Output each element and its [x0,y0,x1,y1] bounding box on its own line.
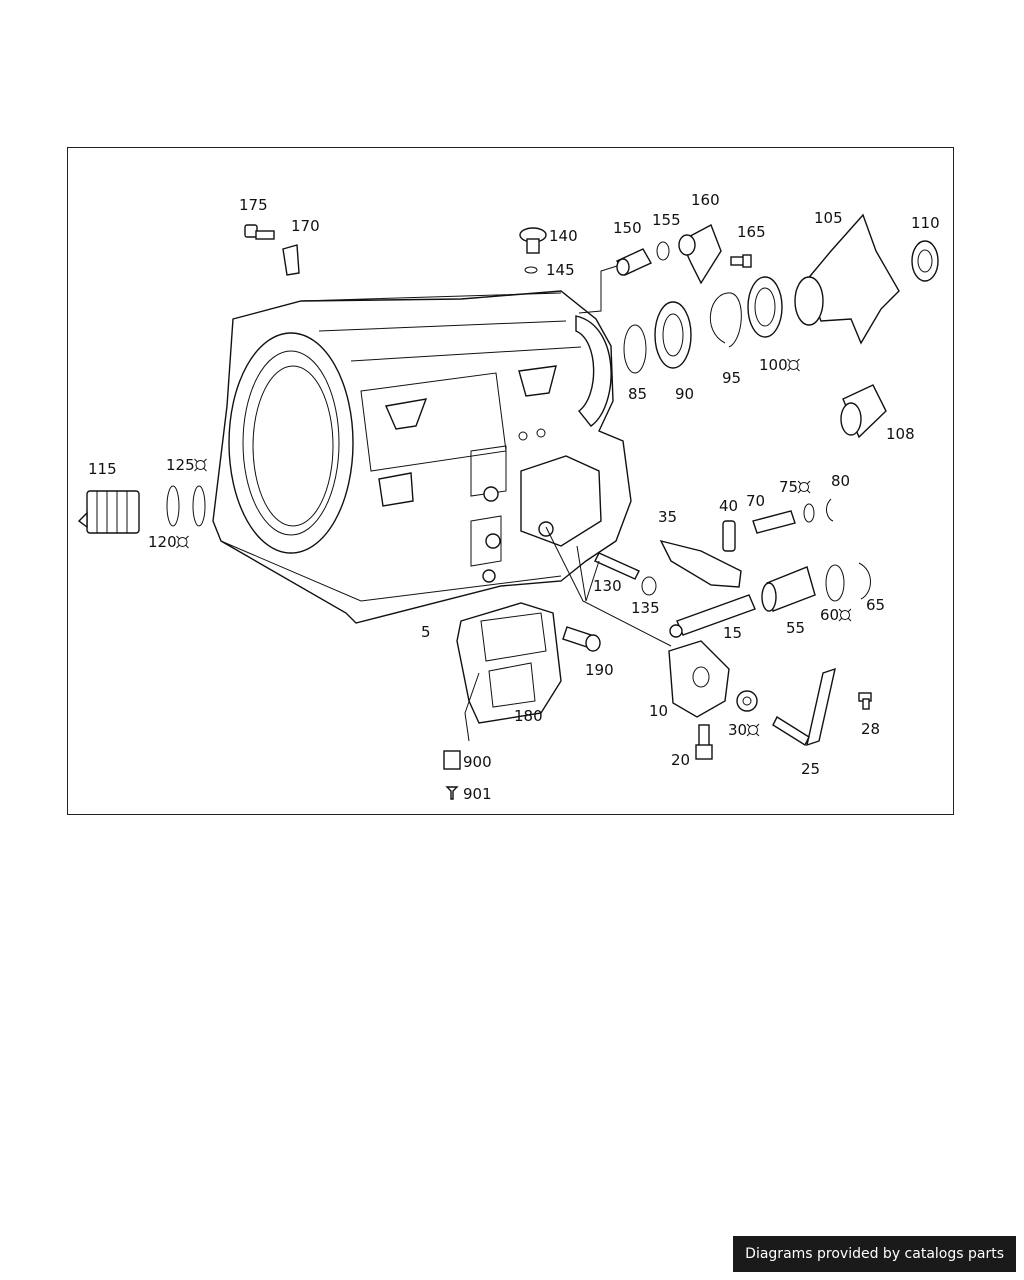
callout-170: 170 [291,217,320,235]
lever-25 [772,667,836,747]
callout-90: 90 [675,385,694,403]
callout-900: 900 [463,753,492,771]
callout-140: 140 [549,227,578,245]
pin-130 [594,552,640,580]
o-ring-60 [825,564,845,602]
part-900 [443,750,461,770]
circlip-65 [858,562,871,600]
transmission-housing [212,290,632,624]
callout-145: 145 [546,261,575,279]
o-ring-145 [524,266,538,274]
callout-110: 110 [911,214,940,232]
callout-135: 135 [631,599,660,617]
pin-28 [858,692,872,710]
callout-28: 28 [861,720,880,738]
note-symbols [176,358,852,737]
callout-75: 75 [779,478,798,496]
note-symbol-60 [838,608,852,622]
callout-165: 165 [737,223,766,241]
callout-30: 30 [728,721,747,739]
bolt-165 [730,254,752,268]
snap-ring-95 [709,292,742,348]
connector-115 [77,490,140,534]
yoke-108 [840,384,887,439]
cover-10 [668,640,730,718]
callout-10: 10 [649,702,668,720]
callout-155: 155 [652,211,681,229]
nut-30 [736,690,758,712]
shaft-15 [669,594,756,638]
callout-115: 115 [88,460,117,478]
callout-60: 60 [820,606,839,624]
watermark-banner: Diagrams provided by catalogs parts [733,1236,1016,1272]
callout-70: 70 [746,492,765,510]
o-ring-75 [803,503,815,523]
callout-190: 190 [585,661,614,679]
callout-40: 40 [719,497,738,515]
fitting-20 [695,724,713,760]
o-rings-120-125 [166,485,206,527]
bolt-190 [562,626,601,652]
callout-85: 85 [628,385,647,403]
note-symbol-100 [787,358,800,372]
ring-155 [656,241,670,261]
note-symbol-75 [797,480,811,494]
callout-108: 108 [886,425,915,443]
callout-65: 65 [866,596,885,614]
bolt-175 [244,224,275,240]
callout-15: 15 [723,624,742,642]
callout-130: 130 [593,577,622,595]
callout-180: 180 [514,707,543,725]
ring-135 [641,576,657,596]
callout-125: 125 [166,456,195,474]
ring-80 [826,498,834,522]
callout-175: 175 [239,196,268,214]
piston-55 [761,566,816,612]
callout-5: 5 [421,623,431,641]
callout-120: 120 [148,533,177,551]
lever-35 [659,539,742,588]
clip-170 [282,244,300,276]
ring-85 [623,324,647,374]
callout-105: 105 [814,209,843,227]
nut-110 [911,240,939,282]
callout-35: 35 [658,508,677,526]
flange-105 [794,213,900,345]
callout-160: 160 [691,191,720,209]
pin-70 [752,510,796,534]
shaft-seal-150 [616,248,652,276]
note-symbol-125 [194,458,207,472]
callout-901: 901 [463,785,492,803]
callout-95: 95 [722,369,741,387]
valve-body-5 [456,602,562,724]
callout-25: 25 [801,760,820,778]
callout-20: 20 [671,751,690,769]
plug-140 [519,227,547,254]
part-901 [445,786,459,800]
callout-100: 100 [759,356,788,374]
callout-55: 55 [786,619,805,637]
callout-80: 80 [831,472,850,490]
bracket-160 [678,224,722,285]
leader-lines [464,265,672,742]
seal-100 [747,276,783,338]
bearing-90 [654,301,692,369]
exploded-parts-diagram: 1751701401451501551601651051108590951001… [77,191,940,803]
spring-40 [722,520,736,552]
callout-150: 150 [613,219,642,237]
note-symbol-30 [746,723,760,737]
note-symbol-120 [176,535,189,549]
